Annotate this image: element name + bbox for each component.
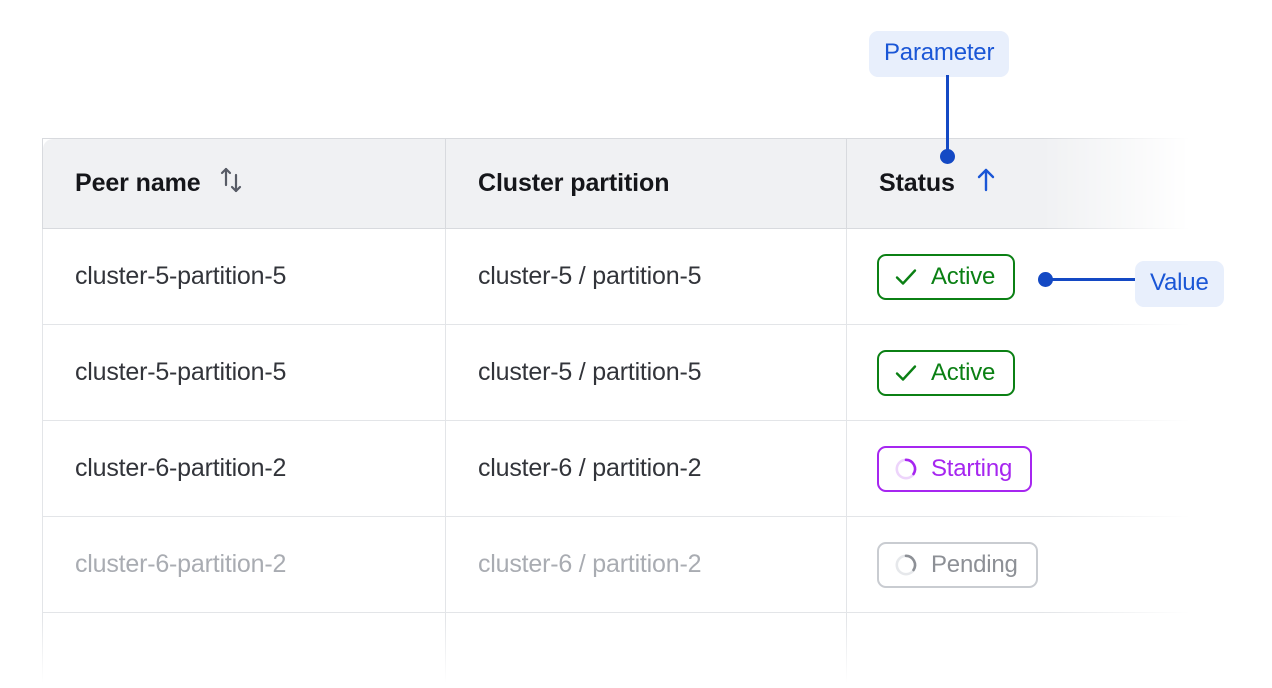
cell-cluster-partition: [445, 612, 847, 688]
peer-table: Peer name Cluster p: [42, 138, 1192, 688]
status-badge-label: Starting: [931, 454, 1013, 482]
table-header: Peer name Cluster p: [42, 138, 1192, 229]
cell-status: [846, 612, 1192, 688]
table-header-row: Peer name Cluster p: [42, 138, 1192, 229]
peer-table-container: Peer name Cluster p: [42, 138, 1192, 688]
spinner-icon: [893, 456, 919, 482]
column-header-cluster-partition[interactable]: Cluster partition: [445, 138, 847, 229]
annotation-parameter-badge: Parameter: [869, 31, 1010, 77]
column-header-status[interactable]: Status: [846, 138, 1192, 229]
cell-cluster-partition: cluster-6 / partition-2: [445, 420, 847, 517]
column-header-cluster-partition-label: Cluster partition: [478, 169, 670, 197]
table-row[interactable]: [42, 612, 1192, 688]
cell-status: Starting: [846, 420, 1192, 517]
cell-peer-name: cluster-6-partition-2: [42, 420, 446, 517]
annotation-value-badge: Value: [1135, 261, 1224, 307]
annotation-value-connector-line: [1050, 278, 1135, 281]
status-badge: Pending: [877, 541, 1038, 588]
cell-cluster-partition: cluster-5 / partition-5: [445, 228, 847, 325]
annotation-parameter-connector-line: [946, 75, 949, 155]
status-badge: Active: [877, 349, 1016, 396]
cell-peer-name: [42, 612, 446, 688]
cell-cluster-partition: cluster-5 / partition-5: [445, 324, 847, 421]
cell-peer-name: cluster-5-partition-5: [42, 324, 446, 421]
cell-status: Pending: [846, 516, 1192, 613]
spinner-icon: [893, 552, 919, 578]
status-badge-label: Active: [931, 262, 996, 290]
status-badge-label: Active: [931, 358, 996, 386]
arrow-up-icon[interactable]: [971, 165, 1001, 202]
annotation-value-connector-dot: [1038, 272, 1053, 287]
cell-status: Active: [846, 324, 1192, 421]
status-badge: Active: [877, 253, 1016, 300]
cell-peer-name: cluster-6-partition-2: [42, 516, 446, 613]
column-header-peer-name[interactable]: Peer name: [42, 138, 446, 229]
annotation-parameter-connector-dot: [940, 149, 955, 164]
cell-status: Active: [846, 228, 1192, 325]
column-header-status-label: Status: [879, 169, 955, 197]
check-icon: [893, 360, 919, 386]
cell-cluster-partition: cluster-6 / partition-2: [445, 516, 847, 613]
column-header-peer-name-label: Peer name: [75, 169, 201, 197]
check-icon: [893, 264, 919, 290]
status-badge-label: Pending: [931, 550, 1018, 578]
sort-both-arrows-icon[interactable]: [217, 165, 245, 202]
cell-peer-name: cluster-5-partition-5: [42, 228, 446, 325]
status-badge: Starting: [877, 445, 1033, 492]
